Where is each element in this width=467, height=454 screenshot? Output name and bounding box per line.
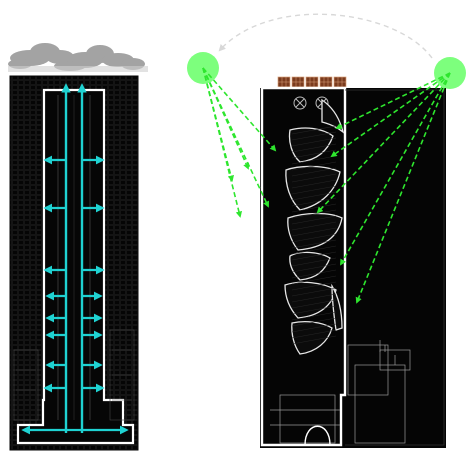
sky-garden-void bbox=[284, 281, 337, 319]
facade-line bbox=[291, 143, 337, 153]
sky-haze bbox=[8, 66, 148, 72]
facade-line bbox=[291, 263, 337, 273]
solar-panel-grid bbox=[306, 77, 318, 87]
facade-line bbox=[291, 191, 337, 201]
facade-line bbox=[291, 239, 337, 249]
facade-line bbox=[291, 173, 337, 183]
facade-line bbox=[291, 287, 337, 297]
facade-line bbox=[291, 203, 337, 213]
sunlight-ray bbox=[202, 67, 243, 218]
facade-line bbox=[291, 317, 337, 327]
facade-line bbox=[291, 257, 337, 267]
sun-path-arc bbox=[218, 13, 433, 59]
facade-line bbox=[291, 161, 337, 171]
sunlight-ray bbox=[340, 72, 451, 266]
sky-garden-void bbox=[331, 283, 343, 331]
facade-line bbox=[291, 179, 337, 189]
facade-line bbox=[291, 167, 337, 177]
base-structures bbox=[270, 340, 411, 446]
solar-panel-grid bbox=[320, 77, 332, 87]
facade-line bbox=[291, 269, 337, 279]
sunlight-ray bbox=[330, 72, 451, 158]
facade-line bbox=[291, 137, 337, 147]
sunlight-ray bbox=[355, 72, 451, 304]
facade-line bbox=[291, 185, 337, 195]
sky-garden-voids bbox=[284, 98, 345, 355]
sunlight-ray bbox=[335, 72, 451, 129]
solar-panel-grid bbox=[278, 77, 290, 87]
facade-line bbox=[291, 245, 337, 255]
sunlight-ray bbox=[202, 67, 269, 208]
facade-line bbox=[291, 227, 337, 237]
facade-line bbox=[291, 329, 337, 339]
sunlight-rays bbox=[202, 67, 451, 304]
tower-body bbox=[260, 88, 446, 448]
sky-garden-void bbox=[288, 127, 334, 163]
solar-panel-grid bbox=[292, 77, 304, 87]
facade-line bbox=[291, 293, 337, 303]
facade-line bbox=[291, 125, 337, 135]
facade-line bbox=[291, 131, 337, 141]
facade-line bbox=[291, 209, 337, 219]
facade-line bbox=[291, 305, 337, 315]
sky-garden-void bbox=[285, 165, 341, 211]
facade-line bbox=[291, 323, 337, 333]
tower-core-outline bbox=[16, 88, 135, 445]
airflow-horizontal-arrows bbox=[21, 155, 129, 435]
facade-line bbox=[291, 335, 337, 345]
airflow-vertical-shafts bbox=[61, 83, 87, 433]
facade-line bbox=[291, 215, 337, 225]
facade-line bbox=[291, 197, 337, 207]
fan-icon bbox=[293, 96, 307, 110]
airflow-section-panel bbox=[8, 43, 148, 451]
solar-panel-row bbox=[277, 76, 347, 88]
tower-outline bbox=[260, 86, 347, 447]
facade-line bbox=[291, 311, 337, 321]
neighbour-buildings bbox=[13, 329, 135, 421]
facade-line bbox=[291, 233, 337, 243]
sunlight-section-panel bbox=[187, 13, 466, 448]
sunlight-ray bbox=[202, 67, 277, 152]
facade-line bbox=[291, 155, 337, 165]
facade-line bbox=[291, 149, 337, 159]
solar-panel-grid bbox=[334, 77, 346, 87]
facade-line bbox=[291, 221, 337, 231]
neighbour-block bbox=[345, 89, 445, 446]
facade-line bbox=[291, 251, 337, 261]
facade-line bbox=[291, 281, 337, 291]
facade-line bbox=[291, 299, 337, 309]
facade-line bbox=[291, 275, 337, 285]
